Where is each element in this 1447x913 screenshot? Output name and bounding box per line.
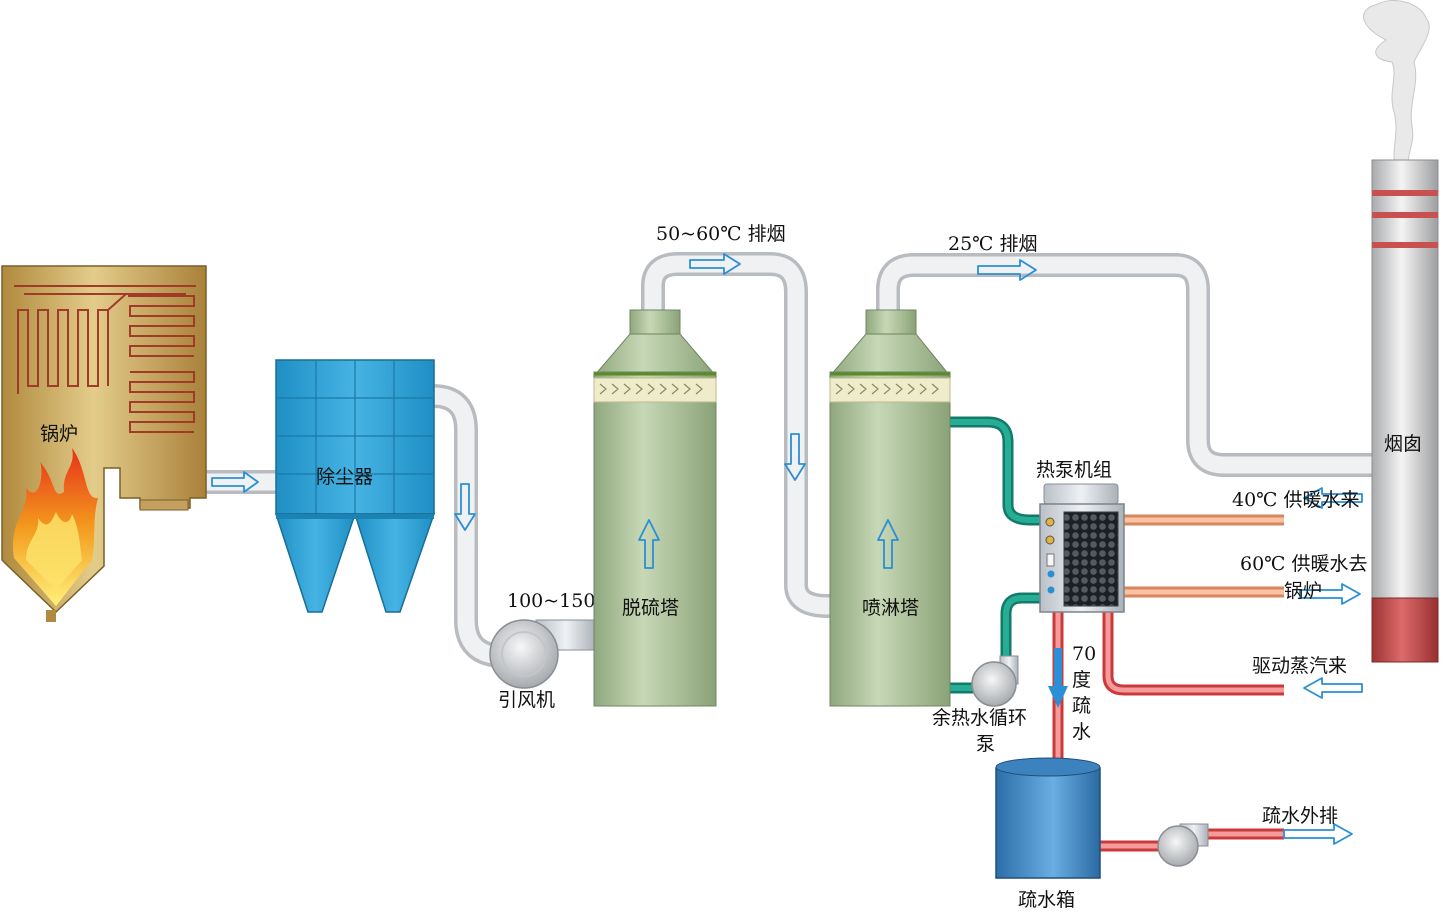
exhaust-50-60-label: 50~60℃ 排烟 [656, 223, 786, 245]
arrow-up-icon [638, 519, 660, 569]
flue-gas-pipes [186, 252, 1384, 668]
heat-pump-unit: 热泵机组 [1036, 459, 1125, 613]
spray-tower-label: 喷淋塔 [862, 597, 919, 619]
arrow-down-icon [784, 433, 806, 481]
condensate-70-char: 70 [1072, 643, 1096, 665]
boiler-coil-icon [14, 285, 196, 433]
dust-collector-label: 除尘器 [316, 466, 373, 488]
heating-water-out-label-line2: 锅炉 [1284, 580, 1322, 602]
condensate-tank: 疏水箱 [995, 757, 1101, 911]
condensate-70-char: 水 [1072, 721, 1091, 743]
heating-water-out-label-line1: 60℃ 供暖水去 [1240, 553, 1367, 575]
condensate-70-char: 疏 [1072, 695, 1091, 717]
chimney-label: 烟囱 [1384, 433, 1422, 455]
drain-pump [1157, 823, 1209, 867]
arrow-right-icon [1299, 583, 1361, 605]
arrow-right-icon [211, 471, 259, 493]
arrow-right-icon [1283, 823, 1353, 845]
condensate-tank-label: 疏水箱 [1018, 889, 1075, 911]
induced-fan-label: 引风机 [498, 689, 555, 711]
pump-label-line1: 余热水循环 [932, 707, 1027, 729]
arrow-left-icon [1303, 487, 1363, 509]
flame-icon [12, 448, 99, 606]
desulfurization-tower-label: 脱硫塔 [622, 597, 679, 619]
arrow-right-icon [977, 259, 1037, 281]
desulfurization-tower: 脱硫塔 [592, 309, 718, 707]
smoke-icon [1363, 0, 1430, 171]
flow-arrows [211, 253, 1363, 845]
boiler: 锅炉 [1, 265, 207, 622]
pump-label-line2: 泵 [976, 733, 995, 755]
arrow-up-icon [877, 519, 899, 569]
fan-temperature-label: 100~150℃ [507, 590, 617, 612]
condensate-flow-arrow-icon [1048, 648, 1068, 708]
waste-heat-circulation-pump: 余热水循环 泵 [932, 655, 1027, 755]
boiler-label: 锅炉 [40, 423, 78, 445]
dust-collector: 除尘器 [274, 359, 436, 613]
spray-tower: 喷淋塔 [828, 309, 952, 707]
heating-water-in-label: 40℃ 供暖水来 [1232, 489, 1359, 511]
arrow-right-icon [689, 253, 741, 275]
condensate-70-char: 度 [1072, 669, 1091, 691]
chimney: 烟囱 [1363, 0, 1439, 663]
heat-pump-unit-label: 热泵机组 [1036, 459, 1112, 481]
condensate-discharge-label: 疏水外排 [1262, 805, 1338, 827]
condensate-70-label: 70 度 疏 水 [1072, 643, 1096, 743]
driving-steam-label: 驱动蒸汽来 [1252, 655, 1347, 677]
arrow-left-icon [1303, 677, 1363, 699]
exhaust-25-label: 25℃ 排烟 [948, 233, 1037, 255]
arrow-down-icon [454, 483, 476, 531]
